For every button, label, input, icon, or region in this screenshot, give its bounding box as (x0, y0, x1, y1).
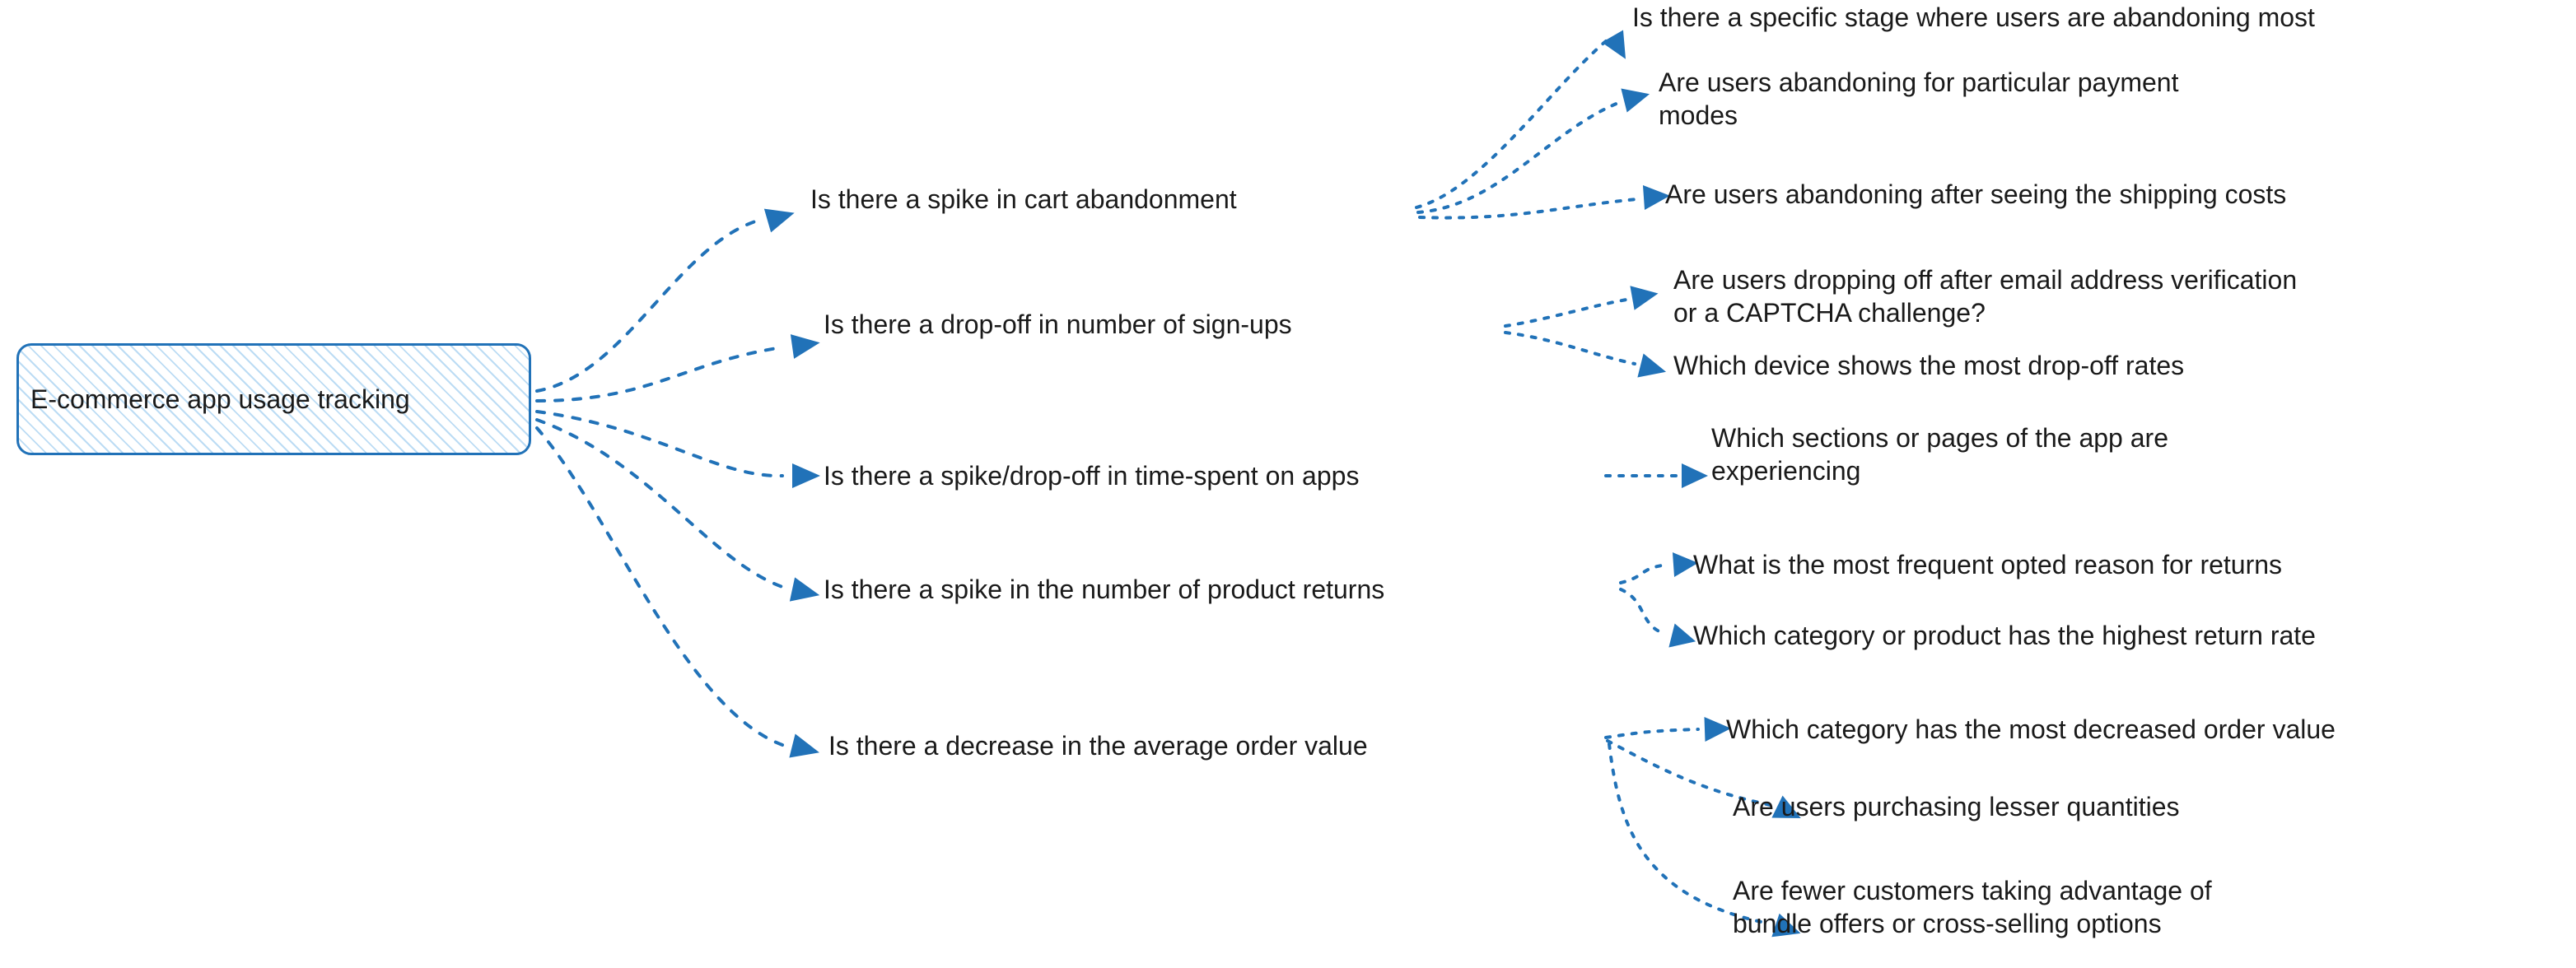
branch-label-sign-ups[interactable]: Is there a drop-off in number of sign-up… (824, 309, 1292, 339)
leaf-label-device-dropoff[interactable]: Which device shows the most drop-off rat… (1673, 351, 2185, 380)
root-node[interactable]: E-commerce app usage tracking (16, 343, 531, 455)
leaf-label-return-category[interactable]: Which category or product has the highes… (1693, 621, 2316, 650)
connector-signups-device-dropoff (1504, 331, 1636, 365)
connector-root-average-order-value (535, 426, 784, 747)
leaf-label-abandon-stage[interactable]: Is there a specific stage where users ar… (1632, 2, 2315, 32)
branch-label-average-order-value[interactable]: Is there a decrease in the average order… (828, 731, 1368, 761)
arrow-sections-pages (1682, 463, 1708, 488)
leaf-label-abandon-payment[interactable]: Are users abandoning for particular paym… (1659, 67, 2179, 130)
branch-label-time-spent[interactable]: Is there a spike/drop-off in time-spent … (824, 461, 1360, 491)
connector-returns-category (1619, 588, 1667, 635)
connector-cart-abandon-payment (1416, 101, 1620, 214)
branch-label-product-returns[interactable]: Is there a spike in the number of produc… (824, 575, 1385, 604)
arrow-abandon-payment (1621, 88, 1650, 113)
leaf-label-aov-category[interactable]: Which category has the most decreased or… (1726, 714, 2336, 744)
arrow-time-spent (792, 463, 820, 488)
cart-abandonment-connectors (1415, 40, 1639, 220)
product-returns-connectors (1619, 563, 1669, 635)
connector-root-time-spent (535, 410, 784, 478)
arrow-cart-abandonment (763, 208, 795, 233)
connector-cart-abandon-shipping (1418, 198, 1639, 220)
connector-root-product-returns (535, 418, 784, 589)
arrow-sign-ups (790, 334, 820, 359)
arrow-average-order-value (789, 733, 819, 758)
arrow-device-dropoff (1637, 353, 1667, 378)
branch-label-cart-abandonment[interactable]: Is there a spike in cart abandonment (810, 184, 1237, 214)
connector-cart-abandon-stage (1415, 40, 1608, 209)
arrow-abandon-stage (1602, 30, 1626, 59)
leaf-label-email-captcha[interactable]: Are users dropping off after email addre… (1673, 265, 2298, 328)
arrow-product-returns (789, 577, 820, 602)
root-connectors (535, 219, 784, 747)
leaf-label-aov-bundles[interactable]: Are fewer customers taking advantage of … (1733, 876, 2212, 938)
arrow-email-captcha (1630, 286, 1659, 310)
leaf-label-return-reason[interactable]: What is the most frequent opted reason f… (1693, 550, 2283, 579)
leaf-label-sections-pages[interactable]: Which sections or pages of the app are e… (1711, 423, 2168, 486)
connector-root-sign-ups (535, 346, 784, 403)
leaf-label-aov-quantities[interactable]: Are users purchasing lesser quantities (1733, 792, 2180, 821)
connector-root-cart-abandonment (535, 219, 759, 393)
leaf-label-abandon-shipping[interactable]: Are users abandoning after seeing the sh… (1665, 179, 2287, 209)
connector-aov-category (1604, 728, 1700, 739)
connector-returns-reason (1619, 563, 1669, 584)
connector-signups-email-captcha (1504, 298, 1628, 328)
sign-ups-connectors (1504, 298, 1636, 365)
root-node-label: E-commerce app usage tracking (30, 384, 410, 414)
